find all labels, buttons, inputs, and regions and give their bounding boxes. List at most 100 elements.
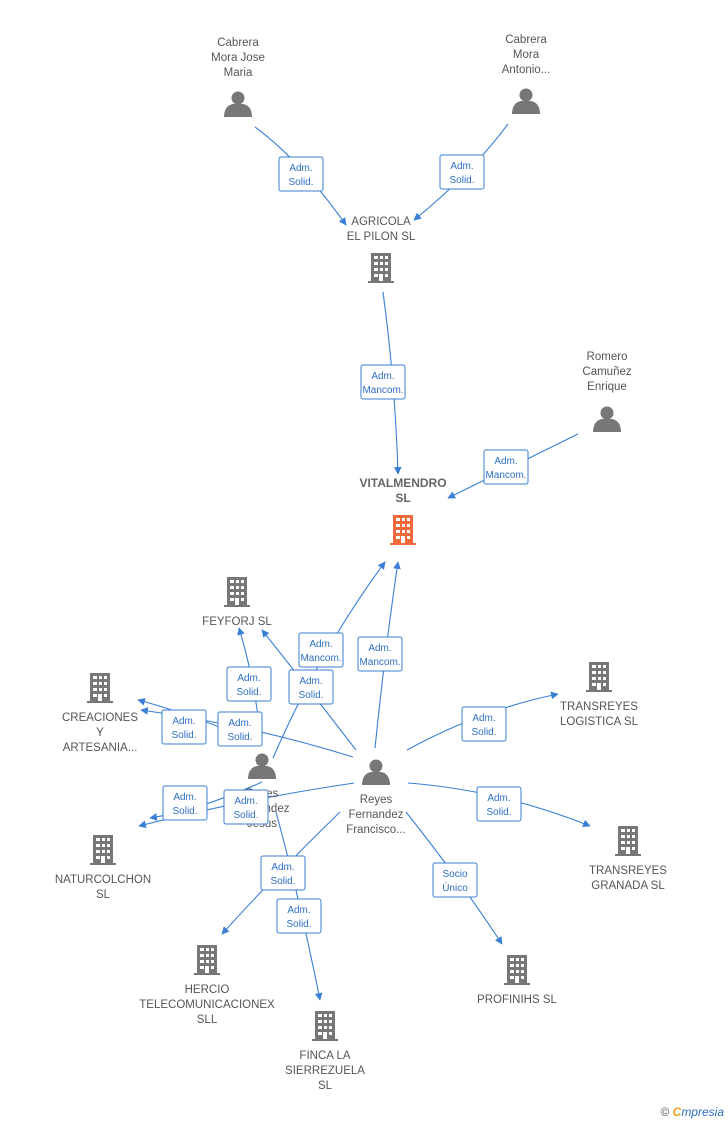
node-label: Y [96, 727, 104, 739]
relation-label-text: Adm. [172, 716, 195, 727]
relation-label-text: Adm. [487, 793, 510, 804]
node-label: FINCA LA [299, 1050, 350, 1062]
building-icon [194, 945, 220, 975]
node-label: LOGISTICA SL [560, 716, 639, 728]
relation-label-text: Adm. [237, 673, 260, 684]
person-icon [512, 88, 540, 114]
person-icon [248, 753, 276, 779]
relation-label-text: Mancom. [485, 470, 526, 481]
node-label: TRANSREYES [589, 865, 667, 877]
relation-label-box [278, 156, 324, 192]
relation-label-text: Solid. [233, 810, 258, 821]
relation-label-box [162, 785, 208, 821]
relation-label[interactable]: Adm.Solid. [260, 855, 306, 891]
node-creaciones[interactable]: CREACIONESYARTESANIA... [62, 673, 138, 754]
relation-label[interactable]: Adm. Mancom. [360, 364, 406, 400]
relation-label-box [217, 711, 263, 747]
node-label: Maria [224, 67, 253, 79]
node-label: Cabrera [505, 34, 547, 46]
person-icon [362, 759, 390, 785]
relation-label-box [360, 364, 406, 400]
relation-label-box [161, 709, 207, 745]
relation-label[interactable]: Adm.Solid. [276, 898, 322, 934]
node-label: SL [395, 491, 410, 505]
relation-label-text: Solid. [172, 806, 197, 817]
relation-label-text: Solid. [298, 690, 323, 701]
node-feyforj[interactable]: FEYFORJ SL [202, 577, 272, 628]
relation-label-box [260, 855, 306, 891]
node-reyes-francisco[interactable]: ReyesFernandezFrancisco... [346, 759, 406, 837]
node-label: TRANSREYES [560, 701, 638, 713]
relation-label-text: Mancom. [359, 657, 400, 668]
relation-label-text: Solid. [171, 730, 196, 741]
node-label: Cabrera [217, 37, 259, 49]
relation-label-box [476, 786, 522, 822]
relation-label-text: Solid. [471, 727, 496, 738]
relation-label-box [223, 789, 269, 825]
relation-label[interactable]: Adm. Solid. [461, 706, 507, 742]
person-icon [224, 91, 252, 117]
relation-label-text: Solid. [227, 732, 252, 743]
relation-label[interactable]: Adm.Mancom. [483, 449, 529, 485]
relation-label-text: Adm. [234, 796, 257, 807]
copyright-symbol: © [660, 1105, 670, 1119]
node-profinihs[interactable]: PROFINIHS SL [477, 955, 558, 1006]
node-cabrera-antonio[interactable]: CabreraMoraAntonio... [502, 34, 551, 114]
building-icon [368, 253, 394, 283]
relation-label[interactable]: Adm. Solid. [223, 789, 269, 825]
node-naturcolchon[interactable]: NATURCOLCHON SL [55, 835, 151, 901]
relation-label-text: Solid. [288, 177, 313, 188]
node-label: VITALMENDRO [359, 476, 446, 490]
node-transreyes-log[interactable]: TRANSREYES LOGISTICA SL [560, 662, 639, 728]
relation-label-box [288, 669, 334, 705]
relation-label-text: Socio [442, 869, 467, 880]
node-label: Romero [587, 351, 628, 363]
relation-label[interactable]: Adm. Solid. [278, 156, 324, 192]
relation-label[interactable]: Adm. Solid. [288, 669, 334, 705]
relation-label[interactable]: Adm. Solid. [161, 709, 207, 745]
relation-label-box [432, 862, 478, 898]
relation-label[interactable]: Adm. Mancom. [357, 636, 403, 672]
person-icon [593, 406, 621, 432]
relation-label[interactable]: Adm.Solid. [439, 154, 485, 190]
relation-label[interactable]: Adm.Solid. [226, 666, 272, 702]
building-icon [90, 835, 116, 865]
relation-label-text: Adm. [299, 676, 322, 687]
relation-label-text: Solid. [486, 807, 511, 818]
relation-label-text: Adm. [271, 862, 294, 873]
relation-label-box [276, 898, 322, 934]
node-label: TELECOMUNICACIONEX [139, 999, 275, 1011]
node-label: PROFINIHS SL [477, 994, 557, 1006]
relation-label[interactable]: Adm.Solid. [217, 711, 263, 747]
brand-logo[interactable]: Cmpresia [672, 1105, 724, 1119]
relation-label-text: Mancom. [362, 385, 403, 396]
building-icon [312, 1011, 338, 1041]
node-label: GRANADA SL [591, 880, 665, 892]
relation-label[interactable]: Adm.Solid. [162, 785, 208, 821]
relation-label-box [357, 636, 403, 672]
relation-label-text: Adm. [368, 643, 391, 654]
relation-label-text: Adm. [371, 371, 394, 382]
footer-brand: © Cmpresia [660, 1105, 724, 1119]
relation-label-text: Adm. [289, 163, 312, 174]
node-label: SL [96, 889, 111, 901]
node-label: NATURCOLCHON [55, 874, 151, 886]
node-transreyes-gra[interactable]: TRANSREYES GRANADA SL [589, 826, 667, 892]
relation-label-text: Adm. [287, 905, 310, 916]
building-icon [586, 662, 612, 692]
node-label: HERCIO [185, 984, 230, 996]
node-label: FEYFORJ SL [202, 616, 272, 628]
relation-label[interactable]: Adm. Solid. [476, 786, 522, 822]
relation-label-text: Adm. [472, 713, 495, 724]
relation-label-box [226, 666, 272, 702]
relation-label[interactable]: Adm.Mancom. [298, 632, 344, 668]
relation-label-box [483, 449, 529, 485]
relation-label-text: Adm. [309, 639, 332, 650]
